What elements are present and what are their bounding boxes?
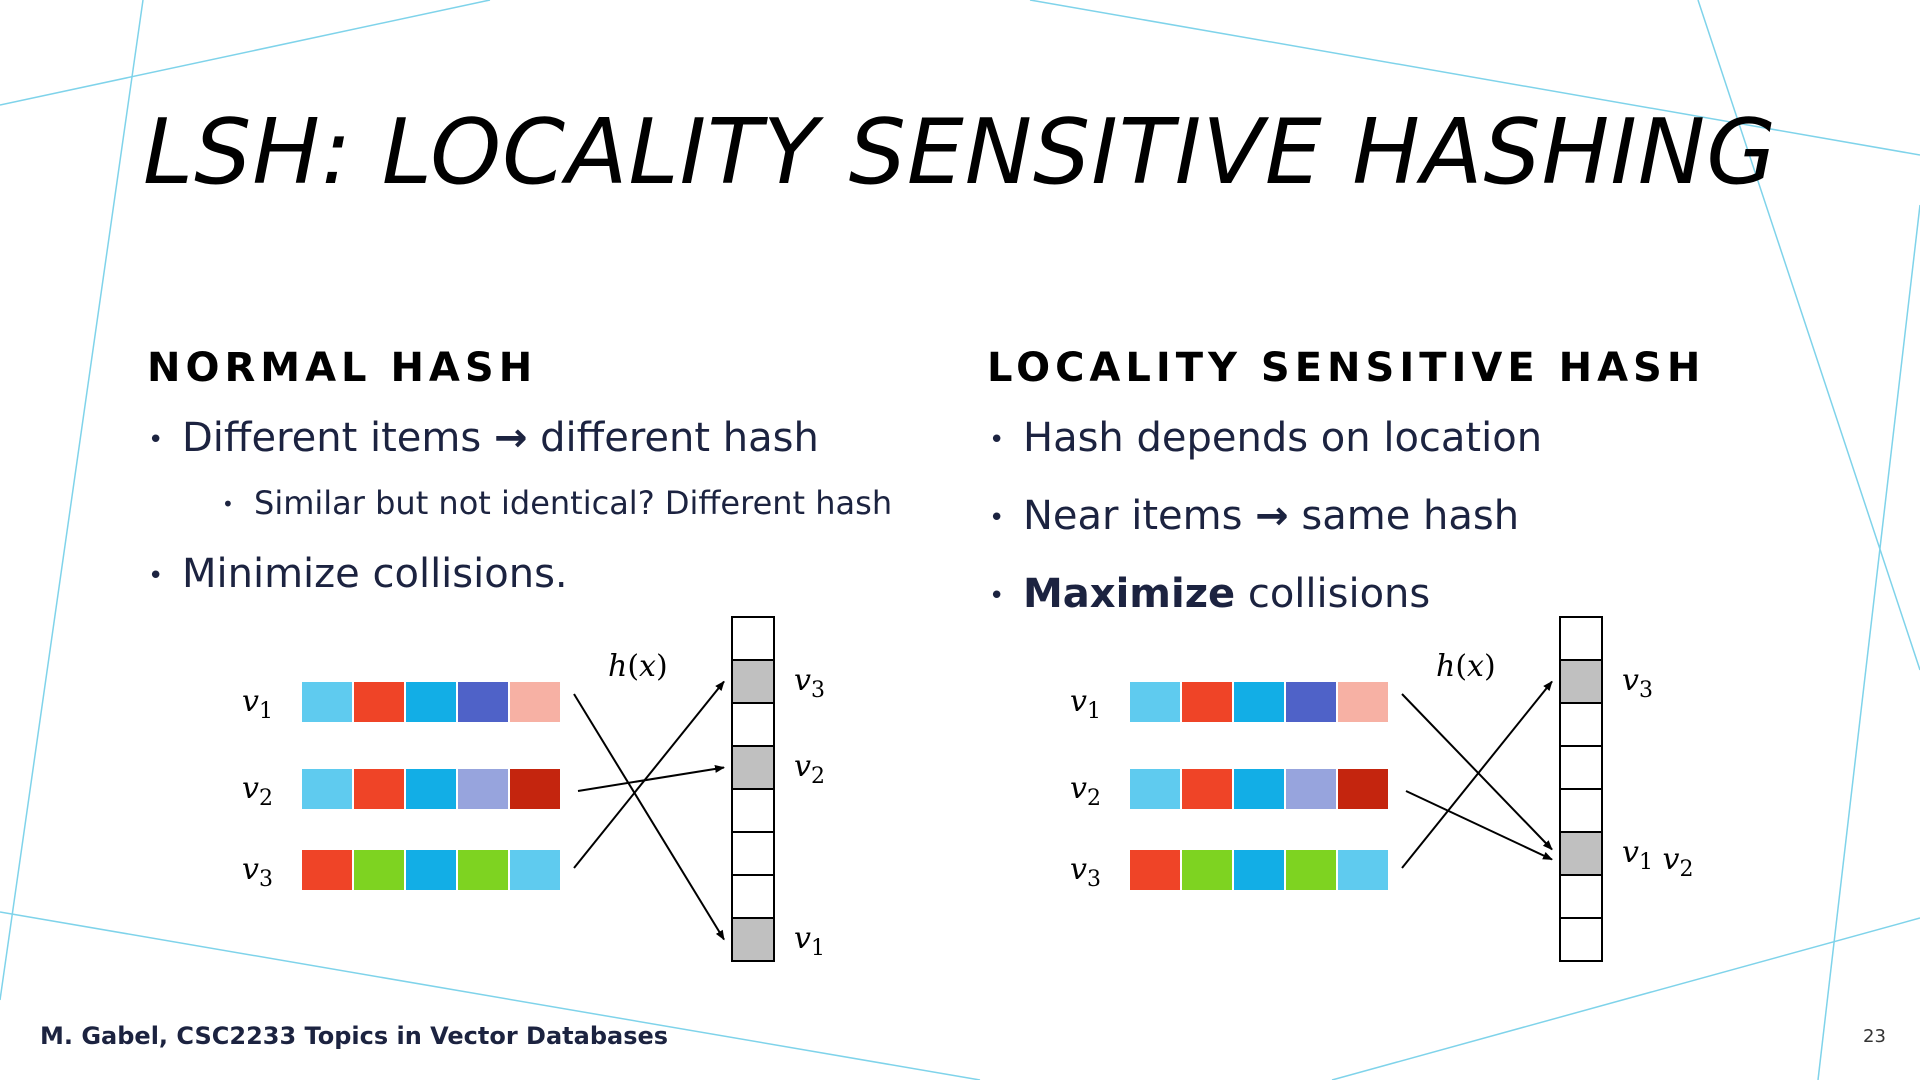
hash-bucket-filled <box>731 745 775 790</box>
hash-function-label: h(x) <box>608 649 668 684</box>
vector-cell <box>1130 850 1180 890</box>
hash-bucket <box>1559 702 1603 747</box>
bullet-dot: • <box>989 581 1005 611</box>
vector-cell <box>1130 769 1180 809</box>
bullet-dot: • <box>989 425 1005 455</box>
vector-cell <box>1286 769 1336 809</box>
hash-bucket <box>731 702 775 747</box>
lsh-heading: LOCALITY SENSITIVE HASH <box>987 345 1706 391</box>
bullet-dot: • <box>148 425 164 455</box>
vector-cell <box>1234 682 1284 722</box>
footer-credit: M. Gabel, CSC2233 Topics in Vector Datab… <box>40 1022 669 1050</box>
vector-cell <box>354 850 404 890</box>
hash-mapping-arrow <box>573 680 725 869</box>
bucket-label: v1 v2 <box>1622 835 1693 882</box>
bullet-dot: • <box>222 492 234 516</box>
bullet-text: different hash <box>527 415 819 461</box>
hash-bucket <box>731 788 775 833</box>
normal-hash-bullet-1: • Different items → different hash <box>148 415 819 461</box>
vector-cell <box>302 850 352 890</box>
vector-label: v1 <box>1070 684 1101 724</box>
vector-cell <box>1234 769 1284 809</box>
bullet-text: Near items <box>1023 493 1256 539</box>
vector-cell <box>354 682 404 722</box>
vector-cell <box>510 769 560 809</box>
hash-bucket-filled <box>1559 659 1603 704</box>
bucket-label: v3 <box>794 663 825 703</box>
hash-mapping-arrow <box>1401 693 1553 851</box>
vector-cell <box>458 769 508 809</box>
hash-bucket <box>1559 745 1603 790</box>
bullet-text: Different items <box>182 415 494 461</box>
vector-cell <box>406 769 456 809</box>
hash-function-label: h(x) <box>1436 649 1496 684</box>
vector-cell <box>458 850 508 890</box>
vector-cell <box>302 682 352 722</box>
vector-cell <box>1182 850 1232 890</box>
hash-mapping-arrow <box>1405 790 1553 861</box>
vector-label: v1 <box>242 684 273 724</box>
hash-bucket <box>1559 788 1603 833</box>
vector-label: v3 <box>1070 852 1101 892</box>
vector-cell <box>510 850 560 890</box>
vector-cell <box>1338 850 1388 890</box>
bullet-text: same hash <box>1288 493 1520 539</box>
vector-cell <box>1234 850 1284 890</box>
right-arrow-icon: → <box>1255 493 1289 539</box>
vector-cell <box>510 682 560 722</box>
bullet-bold-text: Maximize <box>1023 571 1236 617</box>
vector-label: v2 <box>242 771 273 811</box>
vector-cell <box>1286 850 1336 890</box>
vector-cell <box>302 769 352 809</box>
page-number: 23 <box>1863 1026 1886 1047</box>
vector-cell <box>1130 682 1180 722</box>
vector-cell <box>458 682 508 722</box>
hash-bucket-filled <box>1559 831 1603 876</box>
bullet-text: Minimize collisions. <box>182 551 568 597</box>
hash-bucket-filled <box>731 917 775 962</box>
vector-cell <box>1286 682 1336 722</box>
hash-mapping-arrow <box>1401 680 1553 869</box>
vector-cell <box>354 769 404 809</box>
bullet-dot: • <box>148 561 164 591</box>
hash-mapping-arrow <box>573 693 725 941</box>
vector-cell <box>406 850 456 890</box>
bullet-dot: • <box>989 503 1005 533</box>
vector-cell <box>1182 682 1232 722</box>
bucket-label: v2 <box>794 749 825 789</box>
bucket-label: v3 <box>1622 663 1653 703</box>
normal-hash-sub-bullet: • Similar but not identical? Different ha… <box>222 484 893 522</box>
vector-cell <box>406 682 456 722</box>
lsh-bullet-1: • Hash depends on location <box>989 415 1543 461</box>
vector-label: v3 <box>242 852 273 892</box>
hash-bucket <box>731 616 775 661</box>
lsh-diagram: v1 v2 v3 v3 v1 v2 h(x) <box>1058 600 1758 980</box>
lsh-bullet-3: • Maximize collisions <box>989 571 1431 617</box>
hash-bucket <box>1559 917 1603 962</box>
normal-hash-heading: NORMAL HASH <box>147 345 538 391</box>
bucket-label: v1 <box>794 921 825 961</box>
hash-bucket <box>731 831 775 876</box>
right-arrow-icon: → <box>493 415 528 461</box>
bullet-text: Hash depends on location <box>1023 415 1543 461</box>
normal-hash-diagram: v1 v2 v3 v3 v2 v1 h(x) <box>230 600 930 980</box>
lsh-bullet-2: • Near items → same hash <box>989 493 1520 539</box>
vector-cell <box>1338 682 1388 722</box>
hash-bucket <box>1559 616 1603 661</box>
bullet-text: collisions <box>1235 571 1431 617</box>
hash-mapping-arrow <box>577 764 725 792</box>
vector-label: v2 <box>1070 771 1101 811</box>
normal-hash-bullet-2: • Minimize collisions. <box>148 551 568 597</box>
hash-bucket <box>731 874 775 919</box>
hash-bucket-filled <box>731 659 775 704</box>
vector-cell <box>1182 769 1232 809</box>
vector-cell <box>1338 769 1388 809</box>
hash-bucket <box>1559 874 1603 919</box>
bullet-text: Similar but not identical? Different has… <box>254 484 893 522</box>
slide-title: LSH: LOCALITY SENSITIVE HASHING <box>143 100 1777 205</box>
